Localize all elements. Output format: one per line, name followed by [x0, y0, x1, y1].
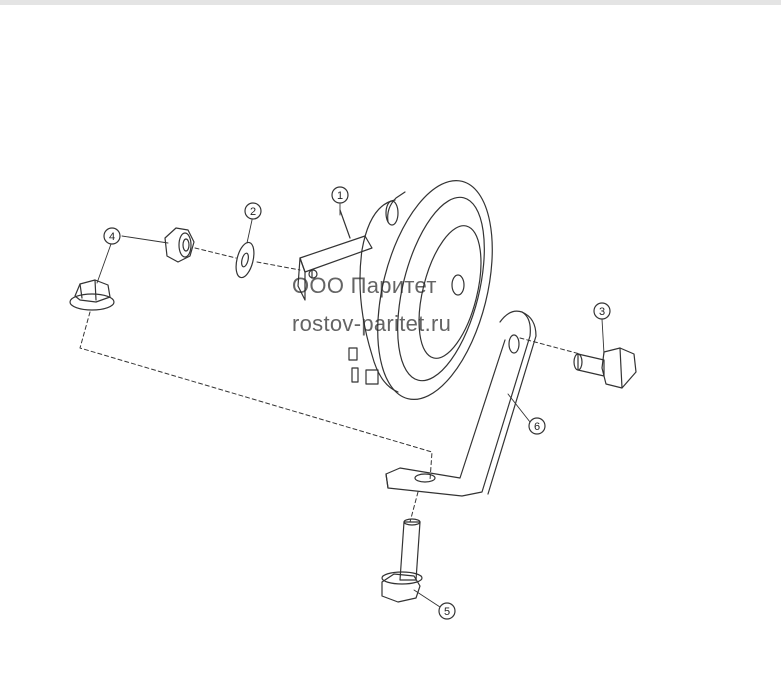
callout-2-label: 2	[250, 206, 256, 218]
assembly-axis-lines	[79, 247, 581, 523]
callout-3: 3	[593, 302, 611, 320]
washer-part	[235, 241, 255, 279]
top-border-bar	[0, 0, 781, 5]
l-bracket-part	[385, 310, 537, 497]
bolt-part-5	[381, 518, 423, 603]
bolt-part-3	[573, 347, 637, 389]
callout-4-label: 4	[109, 231, 115, 243]
callout-2: 2	[244, 202, 262, 220]
spacer-nut-part	[164, 227, 195, 263]
callout-1-label: 1	[337, 190, 343, 202]
callout-4: 4	[103, 227, 121, 245]
callout-3-label: 3	[599, 306, 605, 318]
callout-5: 5	[438, 602, 456, 620]
flange-nut-part	[69, 279, 115, 311]
callout-5-label: 5	[444, 606, 450, 618]
callout-1: 1	[331, 186, 349, 204]
horn-part	[297, 180, 493, 400]
watermark-url: rostov-paritet.ru	[292, 311, 452, 336]
callout-6: 6	[528, 417, 546, 435]
callout-6-label: 6	[534, 421, 540, 433]
leader-lines	[96, 203, 605, 608]
watermark-company: ООО Паритет	[292, 273, 437, 298]
